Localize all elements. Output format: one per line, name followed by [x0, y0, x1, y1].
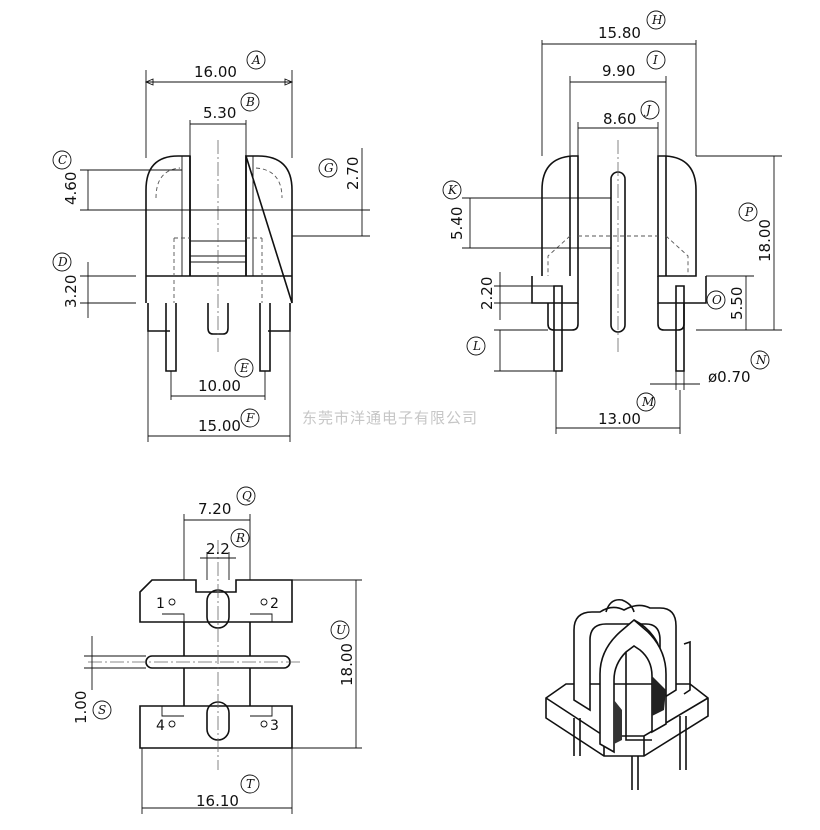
dim-G-value: 2.70 — [344, 157, 362, 190]
dim-U-value: 18.00 — [338, 643, 356, 686]
front-view: 16.00 A 5.30 B 4.60 C 2.70 G 3.20 D 10.0… — [52, 50, 370, 442]
dim-O-value: 5.50 — [728, 287, 746, 320]
dim-C-value: 4.60 — [62, 172, 80, 205]
dim-G-label: G — [324, 161, 334, 175]
dim-T-label: T — [246, 777, 255, 791]
dim-C-label: C — [58, 153, 67, 167]
dim-I-label: I — [652, 53, 658, 67]
dim-H-value: 15.80 — [598, 24, 641, 42]
dim-P-value: 18.00 — [756, 219, 774, 262]
dim-A-value: 16.00 — [194, 63, 237, 81]
dim-B-value: 5.30 — [203, 104, 236, 122]
side-view: 15.80 H 9.90 I 8.60 J 5.40 K 18.00 P 2.2… — [442, 10, 782, 434]
dim-D-label: D — [57, 255, 68, 269]
dim-Q-label: Q — [242, 489, 252, 503]
dim-J-label: J — [643, 103, 652, 117]
dim-D-value: 3.20 — [62, 275, 80, 308]
bottom-view: 1 2 3 4 7.20 Q 2.2 R 18.00 U 1.00 S 16.1… — [72, 486, 362, 814]
dim-M-value: 13.00 — [598, 410, 641, 428]
front-view-body — [145, 155, 293, 304]
pin-1-label: 1 — [156, 596, 165, 612]
dim-E-value: 10.00 — [198, 377, 241, 395]
dim-R-label: R — [235, 531, 245, 545]
pin-3-label: 3 — [270, 718, 279, 734]
dim-J-value: 8.60 — [603, 110, 636, 128]
dim-T-value: 16.10 — [196, 792, 239, 810]
dim-Q-value: 7.20 — [198, 500, 231, 518]
dim-I-value: 9.90 — [602, 62, 635, 80]
dim-A-label: A — [251, 53, 261, 67]
dim-S-value: 1.00 — [72, 691, 90, 724]
dim-S-label: S — [98, 703, 106, 717]
pin-4-label: 4 — [156, 718, 165, 734]
dim-P-label: P — [744, 205, 754, 219]
dim-M-label: M — [641, 395, 655, 409]
dim-R-value: 2.2 — [206, 540, 230, 558]
dim-N-label: N — [755, 353, 767, 367]
dim-L-value: 2.20 — [478, 277, 496, 310]
dim-O-label: O — [712, 293, 722, 307]
dim-K-label: K — [447, 183, 458, 197]
dim-F-label: F — [245, 411, 255, 425]
company-watermark: 东莞市洋通电子有限公司 — [302, 409, 478, 427]
dim-K-value: 5.40 — [448, 207, 466, 240]
dim-F-value: 15.00 — [198, 417, 241, 435]
dim-H-label: H — [651, 13, 663, 27]
dim-E-label: E — [239, 361, 249, 375]
dim-N-value: ø0.70 — [708, 368, 751, 386]
dim-B-label: B — [245, 95, 255, 109]
pin-2-label: 2 — [270, 596, 279, 612]
isometric-view — [545, 598, 709, 790]
dim-L-label: L — [472, 339, 481, 353]
dim-U-label: U — [336, 623, 347, 637]
